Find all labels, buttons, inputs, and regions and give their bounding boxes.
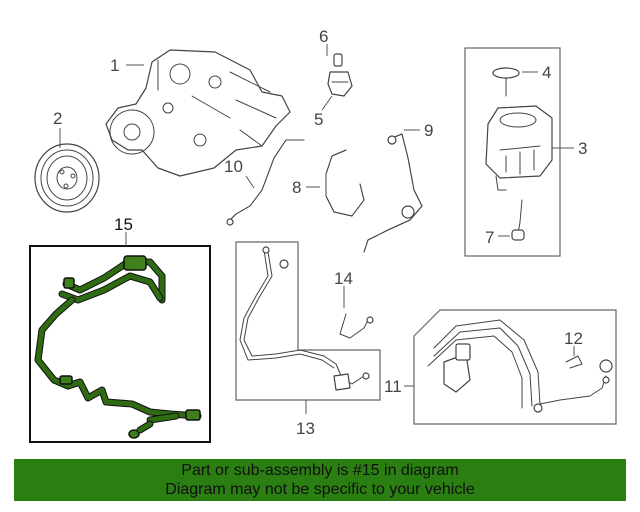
callout-6[interactable]: 6 (319, 27, 328, 46)
callout-8[interactable]: 8 (292, 178, 301, 197)
part-3-box (464, 47, 561, 257)
callout-3[interactable]: 3 (578, 139, 587, 158)
part-6-bolt[interactable] (333, 53, 343, 67)
callout-14[interactable]: 14 (334, 269, 353, 288)
part-3-reservoir[interactable] (485, 105, 553, 191)
part-11-box (413, 309, 617, 425)
callout-4[interactable]: 4 (542, 63, 551, 82)
callout-7[interactable]: 7 (485, 228, 494, 247)
part-2-pulley[interactable] (34, 143, 100, 213)
part-15-pressure-line-assembly[interactable] (34, 255, 202, 439)
part-1-power-steering-pump[interactable] (105, 49, 291, 177)
banner-line-2: Diagram may not be specific to your vehi… (165, 481, 475, 498)
part-12-clip[interactable] (565, 355, 583, 369)
callout-13[interactable]: 13 (296, 419, 315, 438)
callout-10[interactable]: 10 (224, 157, 243, 176)
part-8-hose[interactable] (325, 149, 365, 217)
callout-15[interactable]: 15 (114, 215, 133, 234)
callout-12[interactable]: 12 (564, 329, 583, 348)
part-11-cooler-line[interactable] (427, 319, 613, 413)
callout-11[interactable]: 11 (384, 377, 402, 396)
part-9-hose[interactable] (363, 133, 423, 253)
part-13-line[interactable] (239, 246, 370, 391)
part-7-sensor[interactable] (511, 199, 525, 241)
callout-9[interactable]: 9 (424, 121, 433, 140)
callout-1[interactable]: 1 (110, 56, 119, 75)
part-15-box (29, 245, 211, 443)
part-10-hose[interactable] (226, 139, 305, 226)
part-5-grommet[interactable] (327, 71, 353, 97)
callout-5[interactable]: 5 (314, 110, 323, 129)
callout-2[interactable]: 2 (53, 109, 62, 128)
banner-line-1: Part or sub-assembly is #15 in diagram (181, 462, 459, 479)
highlight-notice-banner: Part or sub-assembly is #15 in diagram D… (14, 459, 626, 501)
part-14-bracket[interactable] (339, 313, 374, 339)
part-4-cap[interactable] (492, 67, 520, 97)
part-13-box (235, 241, 381, 401)
